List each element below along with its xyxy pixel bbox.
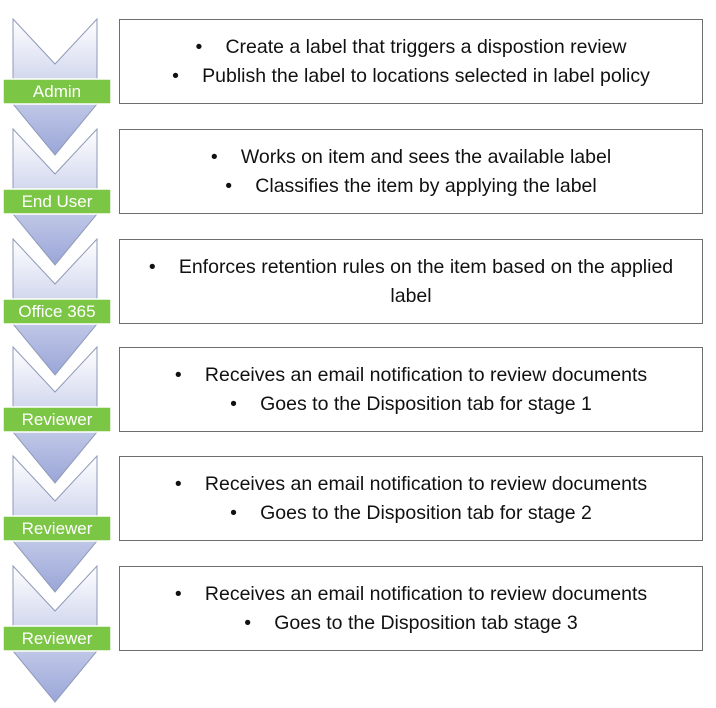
role-label: Admin (33, 82, 81, 101)
bullet-item: • Receives an email notification to revie… (151, 470, 671, 499)
bullet-text: Receives an email notification to review… (204, 582, 648, 605)
bullet-text: Classifies the item by applying the labe… (255, 174, 597, 197)
bullet-glyph: • (174, 582, 182, 605)
step-box: • Receives an email notification to revie… (119, 456, 703, 541)
bullet-glyph: • (148, 255, 156, 278)
chevron-arrows (12, 17, 98, 703)
bullet-text: Create a label that triggers a dispostio… (225, 35, 627, 58)
bullet-glyph: • (225, 174, 233, 197)
bullet-text: Receives an email notification to review… (204, 363, 648, 386)
role-label: Reviewer (22, 629, 93, 648)
bullet-item: • Receives an email notification to revie… (151, 580, 671, 609)
role-label-box (2, 515, 112, 542)
role-label-box (2, 406, 112, 433)
bullet-glyph: • (244, 611, 252, 634)
bullet-item: • Classifies the item by applying the lab… (201, 172, 620, 201)
bullet-glyph: • (174, 472, 182, 495)
step-box: • Create a label that triggers a disposti… (119, 19, 703, 104)
bullet-glyph: • (172, 64, 179, 87)
role-label: Reviewer (22, 410, 93, 429)
bullet-glyph: • (195, 35, 203, 58)
bullet-text: Goes to the Disposition tab for stage 1 (260, 392, 592, 415)
bullet-glyph: • (230, 392, 237, 415)
bullet-text: Goes to the Disposition tab for stage 2 (260, 501, 592, 524)
role-label-box (2, 78, 112, 105)
bullet-text: Enforces retention rules on the item bas… (178, 255, 674, 307)
role-label-box (2, 625, 112, 652)
bullet-text: Publish the label to locations selected … (202, 64, 650, 87)
step-box: • Receives an email notification to revie… (119, 566, 703, 651)
bullet-glyph: • (230, 501, 237, 524)
bullet-glyph: • (210, 145, 218, 168)
role-label: Office 365 (18, 302, 95, 321)
bullet-item: • Goes to the Disposition tab for stage 2 (206, 499, 616, 528)
bullet-item: • Goes to the Disposition tab stage 3 (220, 609, 602, 638)
bullet-item: • Receives an email notification to revie… (151, 361, 671, 390)
step-box: • Receives an email notification to revie… (119, 347, 703, 432)
role-label-box (2, 188, 112, 215)
step-box: • Works on item and sees the available la… (119, 129, 703, 214)
bullet-item: • Goes to the Disposition tab for stage 1 (206, 390, 616, 419)
step-box: • Enforces retention rules on the item ba… (119, 239, 703, 324)
bullet-item: • Enforces retention rules on the item ba… (120, 253, 702, 311)
role-label: Reviewer (22, 519, 93, 538)
bullet-glyph: • (174, 363, 182, 386)
role-label: End User (22, 192, 93, 211)
role-label-box (2, 298, 112, 325)
bullet-item: • Publish the label to locations selected… (148, 62, 674, 91)
bullet-text: Goes to the Disposition tab stage 3 (274, 611, 578, 634)
bullet-text: Receives an email notification to review… (204, 472, 648, 495)
bullet-text: Works on item and sees the available lab… (240, 145, 612, 168)
bullet-item: • Create a label that triggers a disposti… (171, 33, 650, 62)
bullet-item: • Works on item and sees the available la… (187, 143, 635, 172)
